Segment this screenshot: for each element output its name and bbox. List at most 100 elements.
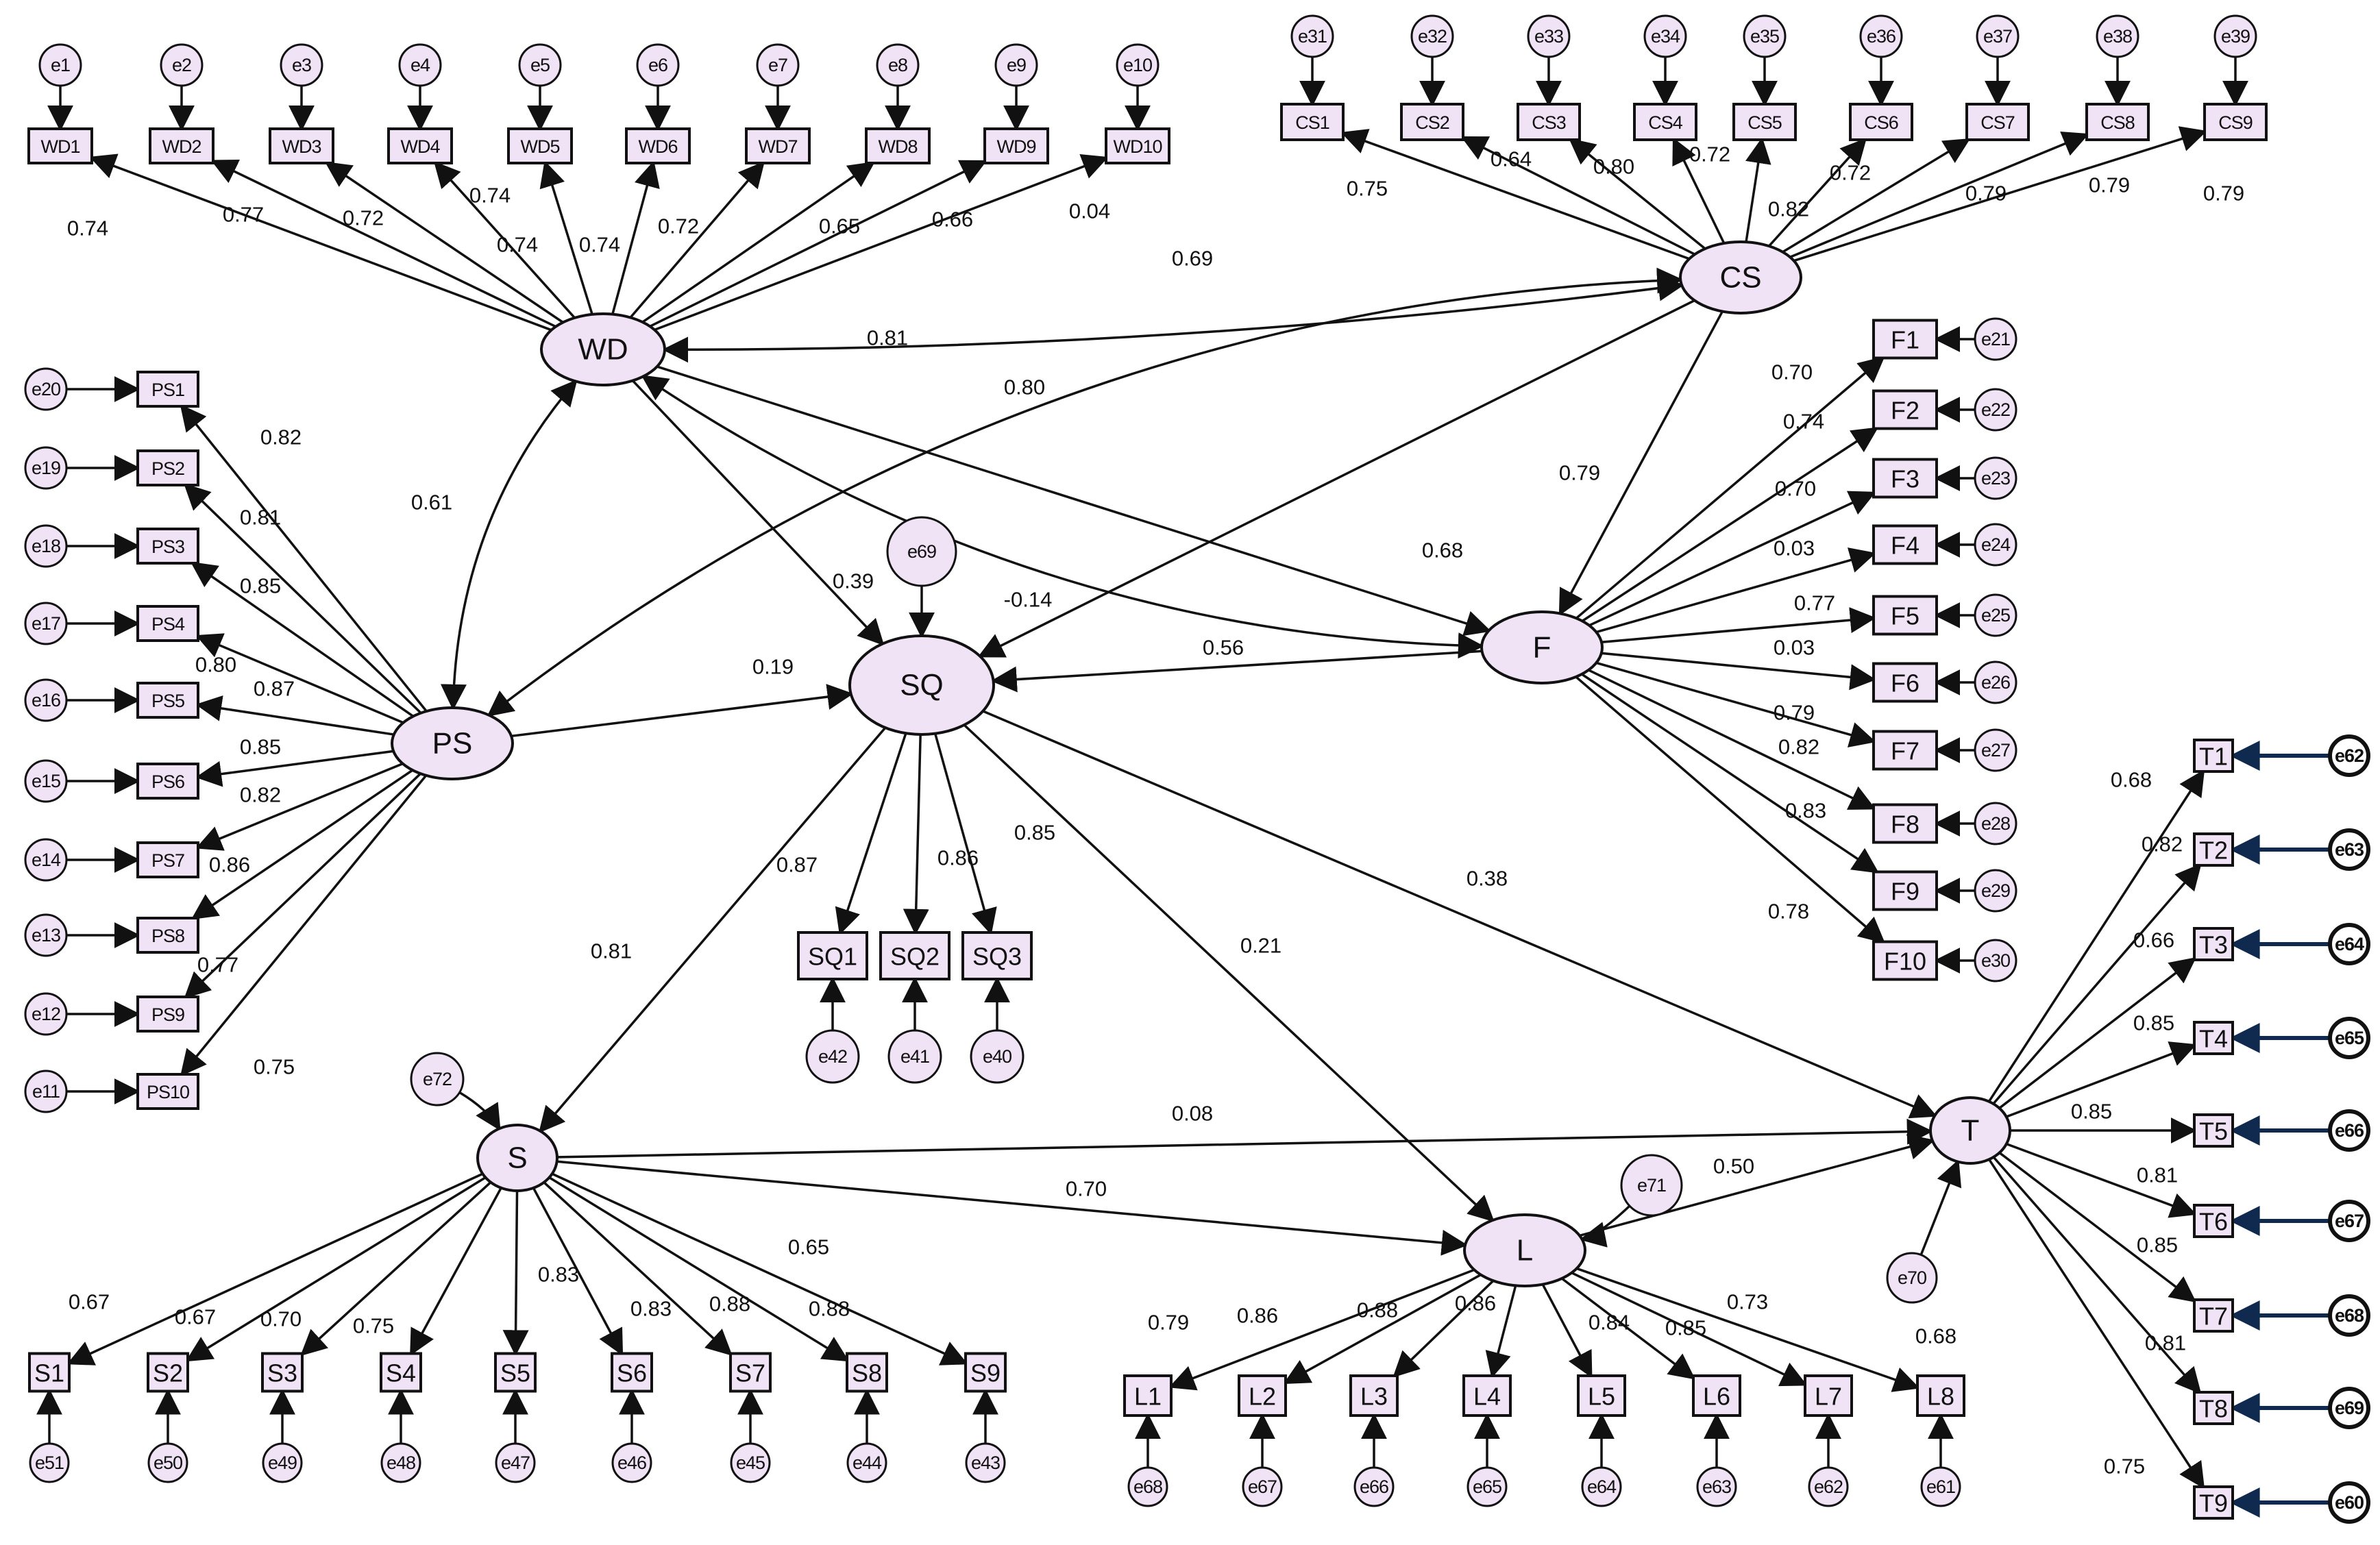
- indicator-ps-3: PS3: [136, 528, 199, 565]
- indicator-wd-8: WD8: [865, 127, 931, 164]
- indicator-f-4-shape: [1872, 524, 1938, 565]
- indicator-f-6-label: F6: [1891, 669, 1919, 697]
- error-cs-3: e33: [1527, 14, 1571, 58]
- path-wd-sq: [632, 380, 885, 646]
- indicator-t-6: T6: [2193, 1204, 2234, 1238]
- indicator-s-3-label: S3: [267, 1359, 297, 1387]
- indicator-cs-1-shape: [1280, 103, 1345, 141]
- loading-wd-2: 0.77: [223, 203, 264, 227]
- loading-t-1: 0.68: [2111, 768, 2152, 792]
- path-sq-t: [982, 710, 1937, 1119]
- error-ps-10-shape: [24, 1070, 68, 1113]
- indicator-cs-1: CS1: [1280, 103, 1345, 141]
- error-f-9: e29: [1974, 869, 2017, 913]
- indicator-ps-1-shape: [136, 371, 199, 408]
- indicator-ps-7-label: PS7: [151, 850, 184, 871]
- error-l-4-shape: [1467, 1466, 1508, 1507]
- indicator-l-5: L5: [1577, 1374, 1626, 1417]
- error-s-1-shape: [29, 1442, 70, 1483]
- indicator-wd-6: WD6: [625, 127, 691, 164]
- indicator-ps-5-label: PS5: [151, 691, 184, 711]
- error-wd-6: e6: [636, 43, 680, 87]
- indicator-t-7: T7: [2193, 1298, 2234, 1333]
- indicator-wd-4-shape: [387, 127, 453, 164]
- loading-ps-4: 0.80: [195, 653, 236, 677]
- indicator-wd-7: WD7: [745, 127, 811, 164]
- loading-t-7: 0.85: [2137, 1233, 2178, 1257]
- path-wd-cs: [662, 275, 1684, 363]
- disturbance-e72-label: e72: [423, 1069, 452, 1089]
- loading-sq-3: 0.85: [1014, 821, 1055, 845]
- error-cs-3-shape: [1527, 14, 1571, 58]
- path-coef-cs-f-4: 0.79: [1559, 461, 1600, 485]
- error-wd-6-shape: [636, 43, 680, 87]
- loading-arrow-l-5: [1541, 1283, 1593, 1379]
- error-l-5-shape: [1581, 1466, 1622, 1507]
- indicator-t-4-shape: [2193, 1021, 2234, 1055]
- error-wd-10-shape: [1116, 43, 1160, 87]
- indicator-t-8-shape: [2193, 1391, 2234, 1425]
- indicator-l-6-shape: [1692, 1374, 1741, 1417]
- error-ps-9-shape: [24, 992, 68, 1036]
- error-f-3: e23: [1974, 456, 2017, 500]
- error-f-2: e22: [1974, 388, 2017, 432]
- error-cs-8-shape: [2096, 14, 2139, 58]
- loading-arrow-l-4: [1485, 1285, 1517, 1379]
- error-f-1-label: e21: [1981, 329, 2010, 349]
- path-coef-cs-sq-7: -0.14: [1004, 588, 1053, 612]
- disturbance-e71-label: e71: [1637, 1175, 1666, 1196]
- loading-arrow-wd-9: [649, 160, 987, 327]
- indicator-t-7-shape: [2193, 1298, 2234, 1333]
- error-s-2-label: e50: [154, 1453, 182, 1473]
- indicator-t-8: T8: [2193, 1391, 2234, 1425]
- error-t-6: e67: [2328, 1200, 2370, 1242]
- indicator-f-1-label: F1: [1891, 326, 1919, 354]
- loading-arrow-t-7: [1998, 1152, 2197, 1303]
- indicator-ps-1: PS1: [136, 371, 199, 408]
- loading-arrow-l-2: [1283, 1274, 1482, 1385]
- error-sq-3-shape: [970, 1029, 1025, 1084]
- error-ps-3: e18: [24, 524, 68, 568]
- error-s-4: e48: [380, 1442, 421, 1483]
- indicator-s-6-label: S6: [617, 1359, 647, 1387]
- error-wd-4-label: e4: [410, 55, 430, 75]
- path-coef-s-t-13: 0.08: [1172, 1102, 1213, 1126]
- indicator-f-4: F4: [1872, 524, 1938, 565]
- error-wd-6-label: e6: [648, 55, 667, 75]
- error-ps-6-label: e15: [32, 771, 60, 791]
- loading-l-8: 0.68: [1915, 1324, 1956, 1348]
- indicator-ps-1-label: PS1: [151, 380, 184, 400]
- loading-cs-2: 0.64: [1490, 147, 1532, 171]
- indicator-sq-2-label: SQ2: [890, 943, 940, 971]
- indicator-cs-6-shape: [1849, 103, 1913, 141]
- indicator-f-9-shape: [1872, 870, 1938, 911]
- indicator-t-2-label: T2: [2199, 837, 2228, 865]
- loading-arrow-cs-4: [1672, 137, 1726, 244]
- error-l-8-shape: [1920, 1466, 1961, 1507]
- error-l-1: e68: [1127, 1466, 1168, 1507]
- indicator-f-1: F1: [1872, 319, 1938, 360]
- indicator-s-4-label: S4: [386, 1359, 416, 1387]
- error-t-2-label: e63: [2335, 839, 2364, 860]
- loading-arrow-wd-10: [654, 153, 1109, 332]
- disturbance-e71-shape: [1620, 1154, 1683, 1217]
- error-wd-8-shape: [876, 43, 920, 87]
- indicator-l-3: L3: [1349, 1374, 1399, 1417]
- error-f-8-label: e28: [1981, 813, 2010, 834]
- disturbance-e69: e69: [886, 516, 957, 587]
- indicator-ps-7-shape: [136, 841, 199, 878]
- indicator-f-1-shape: [1872, 319, 1938, 360]
- indicator-wd-10-shape: [1105, 127, 1170, 164]
- loading-ps-2: 0.81: [240, 506, 281, 530]
- indicator-f-3-shape: [1872, 458, 1938, 499]
- indicator-f-9-label: F9: [1891, 878, 1919, 906]
- loading-s-2: 0.67: [175, 1305, 216, 1329]
- error-s-3: e49: [262, 1442, 303, 1483]
- path-coef-wd-sq-6: 0.39: [833, 569, 874, 593]
- indicator-f-10-label: F10: [1884, 948, 1926, 976]
- error-ps-5: e16: [24, 678, 68, 722]
- error-t-5-shape: [2328, 1109, 2370, 1152]
- loading-arrow-t-6: [2006, 1143, 2197, 1218]
- error-cs-4: e34: [1643, 14, 1687, 58]
